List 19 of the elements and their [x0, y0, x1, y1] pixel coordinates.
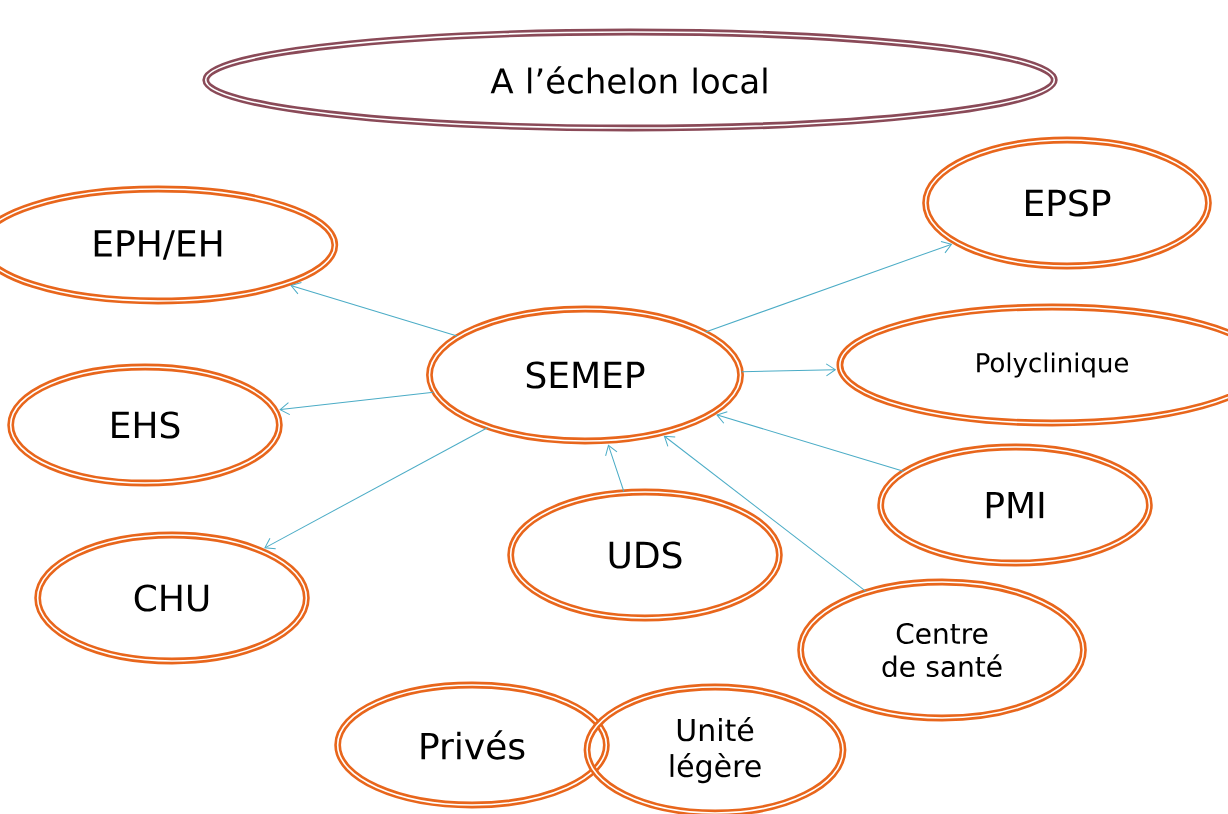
ellipse-node: Polyclinique: [836, 303, 1228, 427]
ellipse-node: PMI: [877, 443, 1153, 567]
ellipse-node: EHS: [7, 363, 283, 487]
arrow: [705, 241, 952, 333]
arrow: [663, 435, 867, 592]
ellipse-node: EPH/EH: [0, 185, 339, 305]
ellipse-node: Privés: [334, 681, 610, 809]
ellipse-node: EPSP: [922, 136, 1212, 270]
arrow: [716, 411, 904, 472]
arrow: [264, 427, 488, 550]
ellipse-node: Unité légère: [583, 683, 847, 814]
ellipse-node: UDS: [507, 488, 783, 622]
ellipse-node: CHU: [34, 531, 310, 665]
arrow: [741, 363, 836, 377]
ellipse-node: Centre de santé: [797, 578, 1087, 722]
ellipse-node: SEMEP: [426, 305, 744, 445]
arrow: [605, 444, 625, 492]
arrow: [279, 391, 434, 416]
arrow: [290, 281, 458, 337]
